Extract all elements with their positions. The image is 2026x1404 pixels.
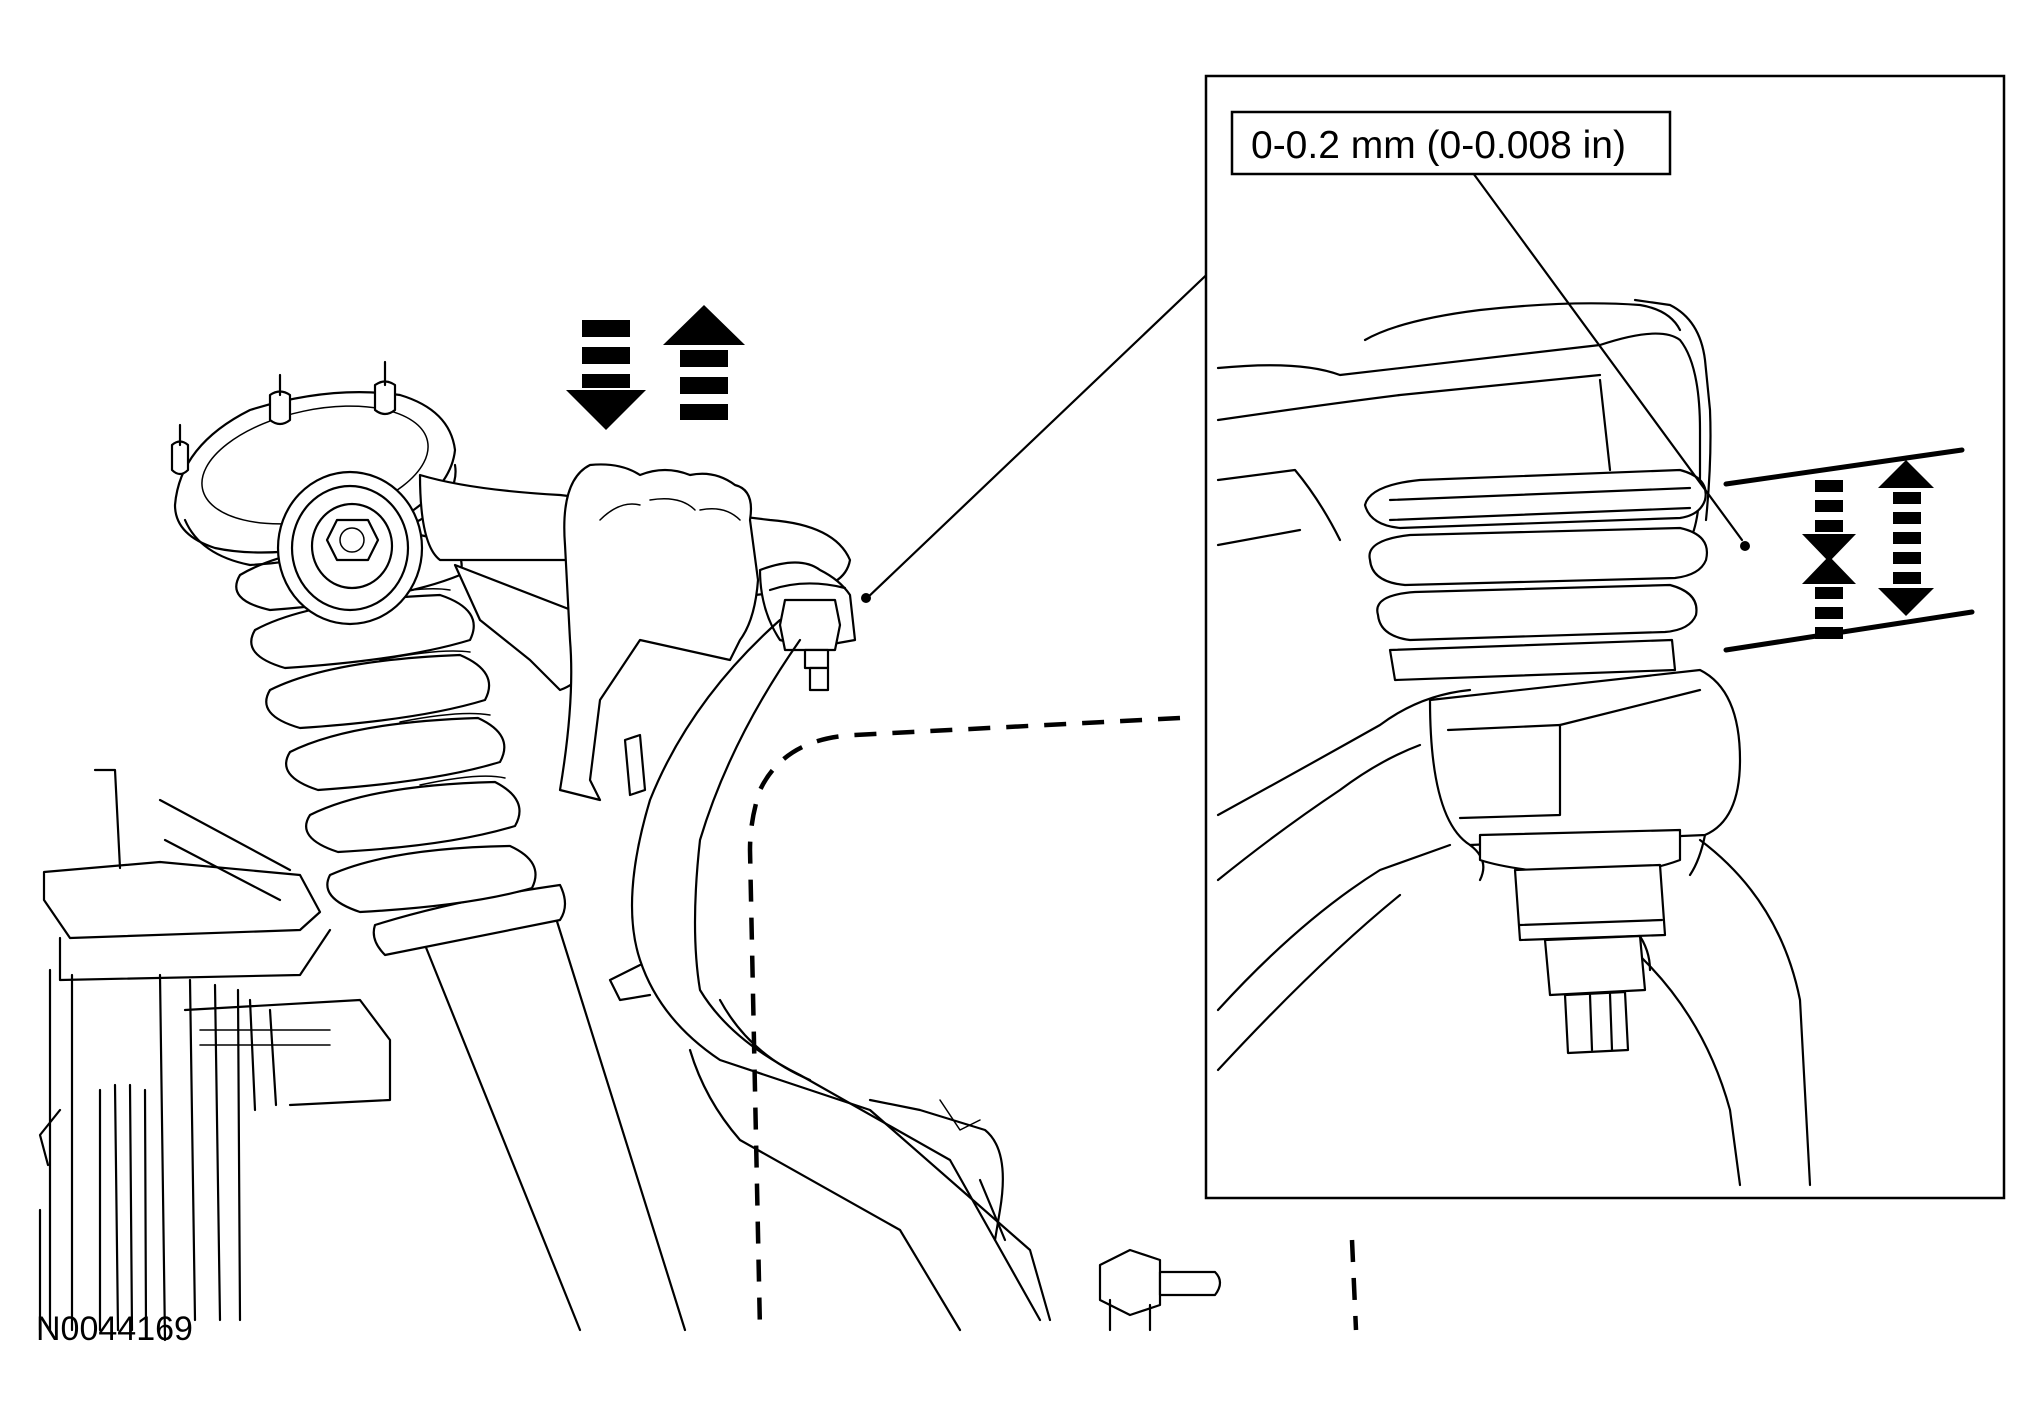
spec-label-box: [1230, 110, 1672, 176]
upper-control-arm-drawing: [608, 260, 1222, 1332]
gap-arrows-inset: [1802, 460, 1934, 639]
spec-leader-line: [1460, 156, 1744, 542]
ball-joint-boot-drawing: [1363, 468, 1709, 682]
movement-arrows-main: [566, 305, 745, 430]
figure-id-label: N0044169: [36, 1310, 193, 1348]
steering-knuckle-drawing: [1216, 668, 1812, 1187]
measurement-line-bottom: [1723, 609, 1975, 653]
ball-stud-drawing: [1478, 828, 1682, 1055]
mounting-bolt-drawing: [1098, 1248, 1222, 1332]
down-arrow-icon: [566, 320, 646, 430]
frame-bracket-drawing: [38, 768, 392, 1342]
clearance-spec-label: 0-0.2 mm (0-0.008 in): [1251, 124, 1626, 167]
up-arrow-icon: [663, 305, 745, 420]
small-down-arrow-icon: [1802, 480, 1856, 562]
detail-leader-line: [863, 260, 1222, 602]
wrench-and-hand-drawing: [276, 463, 852, 802]
small-up-arrow-icon: [1802, 556, 1856, 639]
double-headed-arrow-icon: [1878, 460, 1934, 616]
measurement-line-top: [1723, 447, 1965, 487]
detail-inset: 0-0.2 mm (0-0.008 in): [1204, 74, 2006, 1200]
dashed-guide-lines: [747, 715, 1359, 1331]
